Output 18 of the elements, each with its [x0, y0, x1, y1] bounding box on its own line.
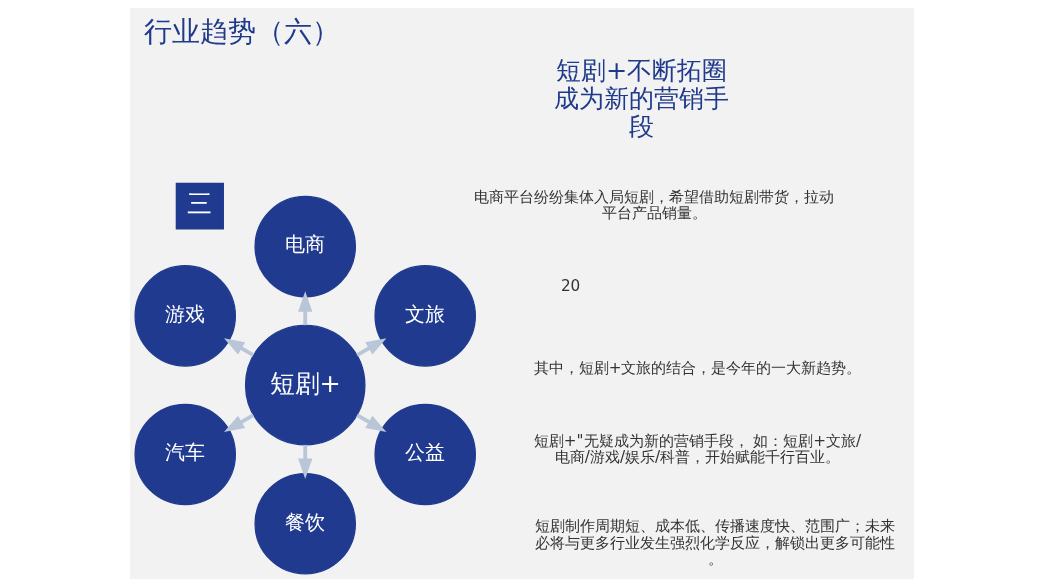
- label: 短剧+不断拓圈成为新的营销手段: [554, 55, 730, 142]
- node-circle: 短剧+: [244, 324, 366, 446]
- node-circle: 餐饮: [254, 472, 356, 575]
- label: 电商平台纷纷集体入局短剧，希望借助短剧带货，拉动平台产品销量。: [474, 187, 835, 223]
- label: 20: [560, 277, 581, 296]
- arrow: [298, 291, 313, 326]
- label: 三: [187, 188, 213, 219]
- node-circle: 电商: [254, 195, 356, 298]
- node-circle: 公益: [374, 403, 476, 506]
- arrow: [356, 413, 387, 433]
- node-circle: 汽车: [134, 403, 236, 506]
- label: 其中，短剧+文旅的结合，是今年的一大新趋势。: [533, 358, 862, 377]
- label: 短剧+"无疑成为新的营销手段， 如：短剧+文旅/电商/游戏/娱乐/科普，开始赋能千行百业。: [533, 431, 862, 467]
- node-circle: 文旅: [374, 265, 476, 367]
- arrow: [298, 445, 313, 479]
- diagram-title: 行业趋势（六）: [144, 14, 341, 48]
- node-circle: 游戏: [134, 265, 236, 367]
- label: 短剧制作周期短、成本低、传播速度快、范围广；未来必将与更多行业发生强烈化学反应，解锁出更多可能性。: [535, 517, 896, 569]
